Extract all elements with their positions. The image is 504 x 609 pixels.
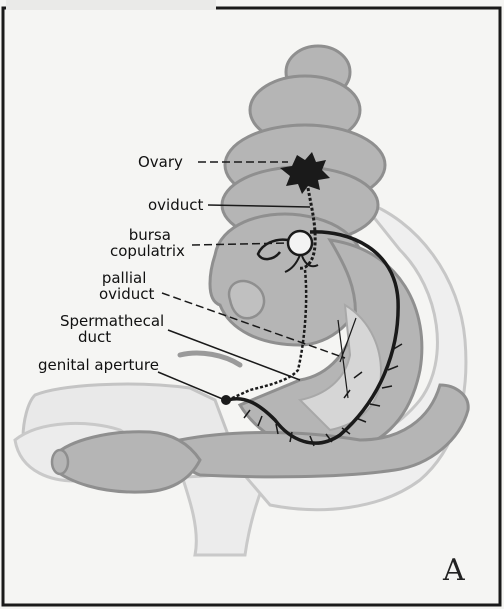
label-bursa-line1: bursa bbox=[110, 227, 185, 243]
bursa-copulatrix bbox=[288, 231, 312, 255]
head-extension bbox=[55, 432, 200, 492]
plate-letter: A bbox=[443, 553, 465, 588]
label-bursa-copulatrix: bursa copulatrix bbox=[110, 227, 185, 259]
label-pallial-oviduct: pallial oviduct bbox=[99, 270, 154, 302]
label-oviduct: oviduct bbox=[148, 197, 203, 213]
label-pallial-line2: oviduct bbox=[99, 286, 154, 302]
label-spermathecal-line1: Spermathecal bbox=[60, 313, 164, 329]
frame-tab bbox=[6, 0, 216, 10]
head-tip bbox=[52, 450, 68, 474]
label-ovary: Ovary bbox=[138, 154, 183, 170]
label-bursa-line2: copulatrix bbox=[110, 243, 185, 259]
coil-fold bbox=[229, 281, 264, 318]
label-pallial-line1: pallial bbox=[99, 270, 154, 286]
label-spermathecal-duct: Spermathecal duct bbox=[60, 313, 164, 345]
tentacle bbox=[180, 353, 240, 365]
label-genital-aperture: genital aperture bbox=[38, 357, 159, 373]
genital-aperture-mark bbox=[221, 395, 231, 405]
label-spermathecal-line2: duct bbox=[60, 329, 164, 345]
